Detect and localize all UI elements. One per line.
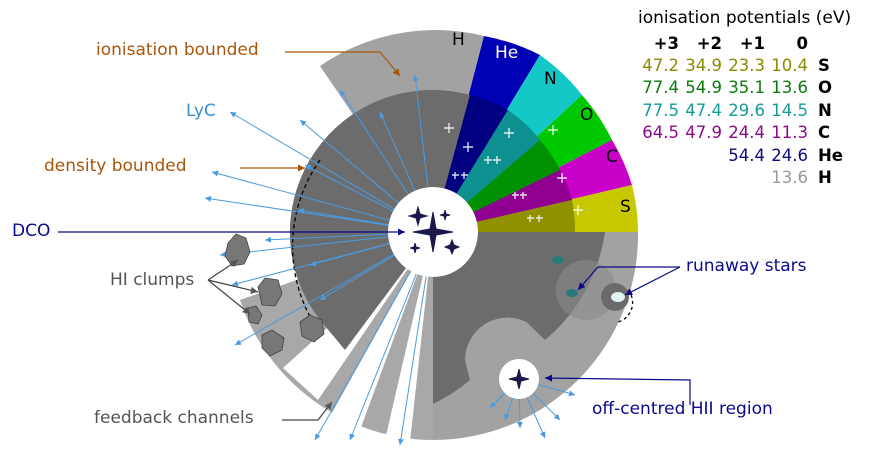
ionisation-value: 13.6 xyxy=(771,168,808,187)
arrow-hi-clumps-1 xyxy=(207,259,239,281)
ionisation-value: 47.9 xyxy=(685,123,722,142)
ionisation-value: 24.6 xyxy=(771,145,808,165)
star-cluster xyxy=(407,205,530,390)
ionisation-value xyxy=(679,145,722,168)
arrow-offcentre xyxy=(544,374,691,405)
ionisation-value: 77.5 xyxy=(642,100,679,120)
ionisation-value: 47.4 xyxy=(685,100,722,120)
ionisation-row-n: 77.5 47.4 29.6 14.5 N xyxy=(636,100,851,123)
ionisation-value: 64.5 xyxy=(642,123,679,142)
label-offcentre-hii: off-centred HII region xyxy=(592,399,773,419)
inner-region xyxy=(289,89,616,404)
ionisation-value: 23.3 xyxy=(728,55,765,75)
arrow-feedback xyxy=(282,401,333,421)
header-plus3: +3 xyxy=(653,33,679,53)
density-bounded-boundary xyxy=(291,159,321,331)
header-plus1: +1 xyxy=(739,33,765,53)
ionisation-table: +3 +2 +1 0 47.2 34.9 23.3 10.4 S 77.4 54.9 35.1… xyxy=(636,32,851,190)
runaway-stars-shapes xyxy=(552,256,629,311)
zone-label-he: He xyxy=(495,43,518,63)
ionisation-value xyxy=(636,167,679,190)
arrow-hi-clumps-2 xyxy=(207,279,259,294)
ionisation-value: 54.9 xyxy=(685,78,722,97)
ionisation-value: 35.1 xyxy=(728,78,765,97)
ionisation-element: He xyxy=(818,145,843,165)
label-lyc: LyC xyxy=(186,101,216,121)
ionisation-row-he: 54.4 24.6 He xyxy=(636,145,851,168)
ionisation-value xyxy=(722,167,765,190)
ionisation-row-h: 13.6 H xyxy=(636,167,851,190)
arrow-runaway-1 xyxy=(577,266,680,291)
ionisation-header-row: +3 +2 +1 0 xyxy=(636,32,851,55)
ionisation-row-s: 47.2 34.9 23.3 10.4 S xyxy=(636,55,851,78)
arrow-ionisation-bounded xyxy=(285,51,401,77)
ionisation-value: 14.5 xyxy=(771,100,808,120)
ionisation-value: 54.4 xyxy=(728,145,765,165)
ionisation-element: N xyxy=(818,100,832,120)
zone-label-s: S xyxy=(620,197,631,217)
ionisation-value: 34.9 xyxy=(685,55,722,75)
label-hi-clumps: HI clumps xyxy=(110,270,195,290)
hi-clumps xyxy=(224,233,325,357)
arrow-runaway-2 xyxy=(624,266,681,296)
ionisation-element: O xyxy=(818,78,833,97)
ionisation-value: 11.3 xyxy=(771,123,808,142)
ionisation-row-o: 77.4 54.9 35.1 13.6 O xyxy=(636,77,851,100)
arrow-hi-clumps-3 xyxy=(207,279,251,315)
ionisation-value: 77.4 xyxy=(642,78,679,97)
label-runaway-stars: runaway stars xyxy=(686,256,807,276)
ionisation-element: S xyxy=(818,55,830,75)
zone-label-c: C xyxy=(606,147,618,167)
ionisation-value: 47.2 xyxy=(642,55,679,75)
ionisation-value xyxy=(679,167,722,190)
ion-plus-signs xyxy=(444,123,583,222)
ionisation-element: C xyxy=(818,123,831,142)
runaway-boundary xyxy=(617,289,634,323)
zone-label-o: O xyxy=(580,105,593,125)
label-feedback-channels: feedback channels xyxy=(94,408,254,428)
zone-label-h: H xyxy=(452,30,465,50)
ionisation-row-c: 64.5 47.9 24.4 11.3 C xyxy=(636,122,851,145)
ionisation-value: 10.4 xyxy=(771,55,808,75)
header-neutral: 0 xyxy=(796,33,808,53)
zone-label-n: N xyxy=(544,69,557,89)
ionisation-value: 29.6 xyxy=(728,100,765,120)
ionisation-value: 24.4 xyxy=(728,123,765,142)
ionisation-element: H xyxy=(818,168,832,187)
ionisation-value xyxy=(636,145,679,168)
ionisation-value: 13.6 xyxy=(771,78,808,97)
label-ionisation-bounded: ionisation bounded xyxy=(96,40,259,60)
label-density-bounded: density bounded xyxy=(44,156,187,176)
ionisation-table-body: 47.2 34.9 23.3 10.4 S 77.4 54.9 35.1 13.6 O 77.5 47… xyxy=(636,55,851,190)
header-plus2: +2 xyxy=(696,33,722,53)
ionisation-table-title: ionisation potentials (eV) xyxy=(638,8,852,28)
label-dco: DCO xyxy=(12,221,51,241)
